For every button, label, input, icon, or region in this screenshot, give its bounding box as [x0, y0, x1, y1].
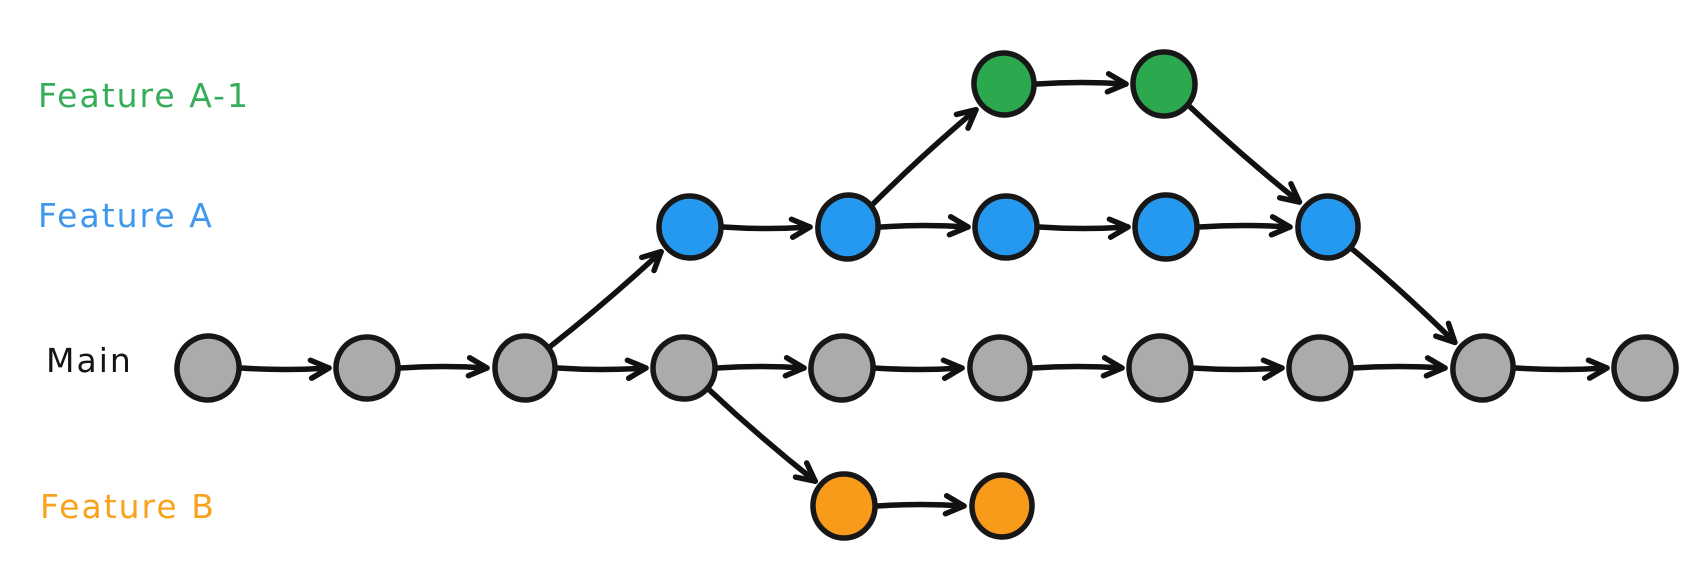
commit-node-main-3 — [492, 333, 558, 403]
commit-arrow — [1034, 71, 1129, 95]
commit-node-feature_a-1 — [656, 193, 724, 261]
commit-node-feature_a-5 — [1295, 193, 1361, 261]
branch-label-feature-a-1: Feature A-1 — [38, 76, 250, 115]
commit-arrow — [720, 216, 813, 240]
commit-arrow — [1190, 357, 1285, 381]
commit-node-feature_a-3 — [972, 193, 1040, 261]
commit-node-main-10 — [1611, 334, 1679, 402]
branch-arrow — [869, 106, 979, 208]
commit-arrow — [872, 357, 965, 381]
commit-node-feature_a1-1 — [971, 50, 1037, 118]
merge-arrow — [1186, 102, 1303, 205]
branch-arrow — [706, 386, 818, 484]
commit-arrow — [397, 355, 490, 379]
commit-node-main-5 — [808, 333, 876, 403]
commit-node-feature_a1-2 — [1130, 49, 1198, 119]
branch-label-feature-a: Feature A — [38, 196, 214, 235]
commit-arrow — [1513, 357, 1610, 381]
commit-arrow — [1036, 216, 1131, 240]
commit-arrow — [1030, 355, 1125, 379]
commit-arrow — [238, 357, 332, 381]
commit-node-main-6 — [967, 334, 1033, 402]
commit-node-feature_a-2 — [815, 192, 881, 262]
commit-node-feature_a-4 — [1132, 192, 1200, 262]
merge-arrow — [1349, 246, 1458, 346]
commit-node-main-9 — [1450, 333, 1516, 403]
commit-node-main-8 — [1286, 334, 1354, 402]
nodes-layer — [174, 49, 1679, 541]
commit-node-main-7 — [1126, 333, 1194, 403]
commit-node-feature_b-1 — [810, 471, 878, 541]
commit-node-main-4 — [650, 334, 718, 402]
commit-node-main-2 — [333, 334, 401, 402]
commit-arrow — [1196, 214, 1293, 238]
branch-label-main: Main — [46, 341, 133, 380]
commit-arrow — [878, 214, 971, 238]
commit-arrow — [1350, 355, 1448, 379]
branch-arrow — [547, 248, 664, 350]
commit-arrow — [874, 493, 967, 517]
commit-node-feature_b-2 — [969, 472, 1035, 540]
commit-node-main-1 — [174, 333, 242, 403]
commit-arrow — [714, 355, 807, 379]
branch-label-feature-b: Feature B — [40, 487, 216, 526]
edges-layer — [238, 71, 1610, 517]
commit-arrow — [555, 357, 649, 381]
